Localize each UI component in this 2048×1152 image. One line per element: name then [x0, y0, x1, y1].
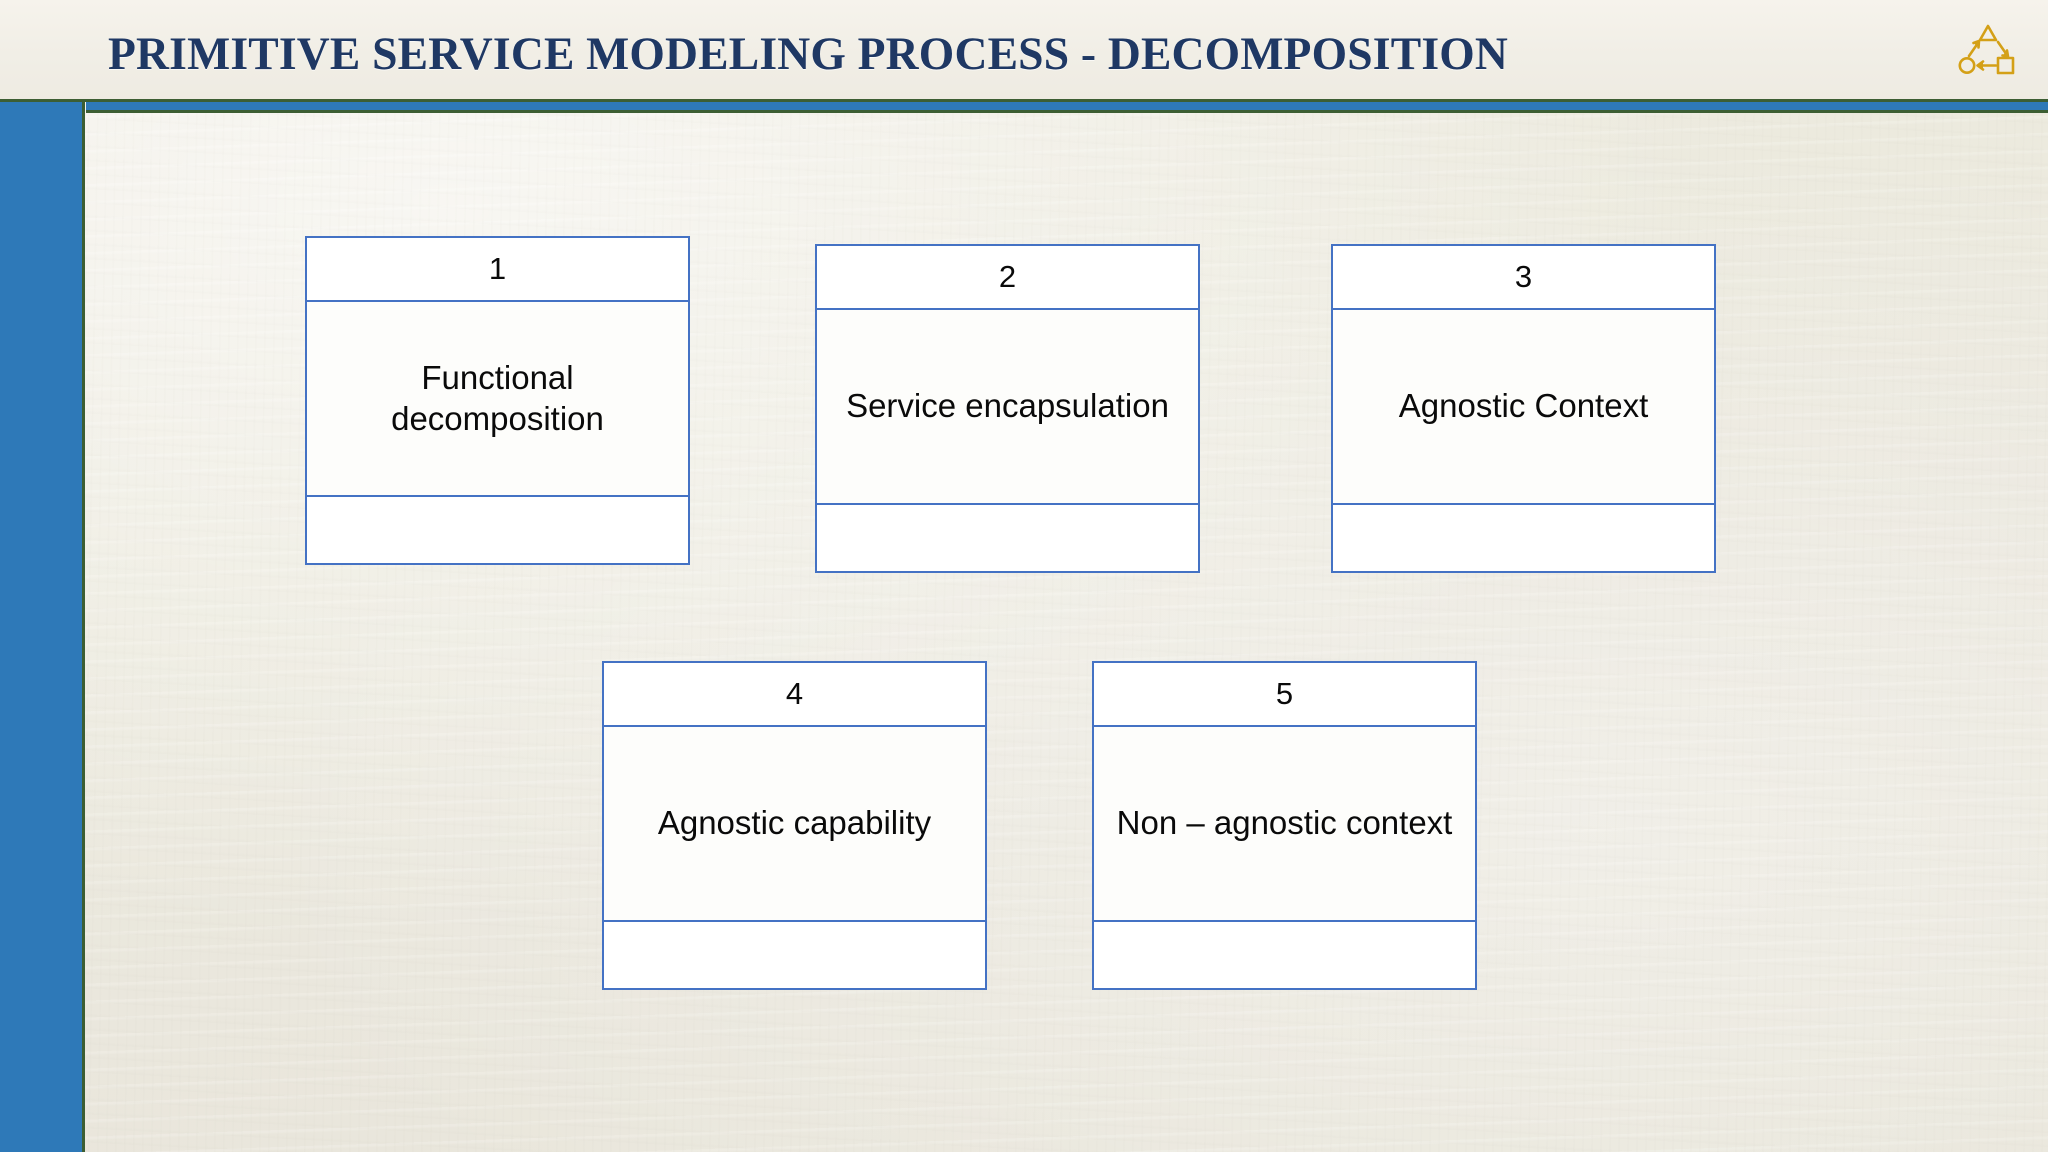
- header-divider-rule: [0, 99, 2048, 102]
- step-card-number: 1: [307, 238, 688, 302]
- page-title: PRIMITIVE SERVICE MODELING PROCESS - DEC…: [108, 28, 1509, 80]
- step-card-2[interactable]: 2 Service encapsulation: [815, 244, 1200, 573]
- step-card-1[interactable]: 1 Functional decomposition: [305, 236, 690, 565]
- step-card-3[interactable]: 3 Agnostic Context: [1331, 244, 1716, 573]
- step-card-number: 4: [604, 663, 985, 727]
- step-card-label: Non – agnostic context: [1094, 727, 1475, 920]
- step-card-footer: [307, 495, 688, 563]
- left-accent-bar: [0, 102, 85, 1152]
- step-card-number: 5: [1094, 663, 1475, 727]
- service-cycle-logo-icon: [1952, 18, 2024, 82]
- step-card-label: Agnostic Context: [1333, 310, 1714, 503]
- step-card-5[interactable]: 5 Non – agnostic context: [1092, 661, 1477, 990]
- step-card-footer: [817, 503, 1198, 571]
- slide-content: 1 Functional decomposition 2 Service enc…: [88, 116, 2048, 1152]
- slide-header: PRIMITIVE SERVICE MODELING PROCESS - DEC…: [0, 0, 2048, 100]
- step-card-number: 2: [817, 246, 1198, 310]
- step-card-footer: [1333, 503, 1714, 571]
- step-card-footer: [1094, 920, 1475, 988]
- step-card-label: Service encapsulation: [817, 310, 1198, 503]
- header-accent-band: [86, 102, 2048, 113]
- step-card-4[interactable]: 4 Agnostic capability: [602, 661, 987, 990]
- step-card-label: Functional decomposition: [307, 302, 688, 495]
- step-card-label: Agnostic capability: [604, 727, 985, 920]
- step-card-number: 3: [1333, 246, 1714, 310]
- step-card-footer: [604, 920, 985, 988]
